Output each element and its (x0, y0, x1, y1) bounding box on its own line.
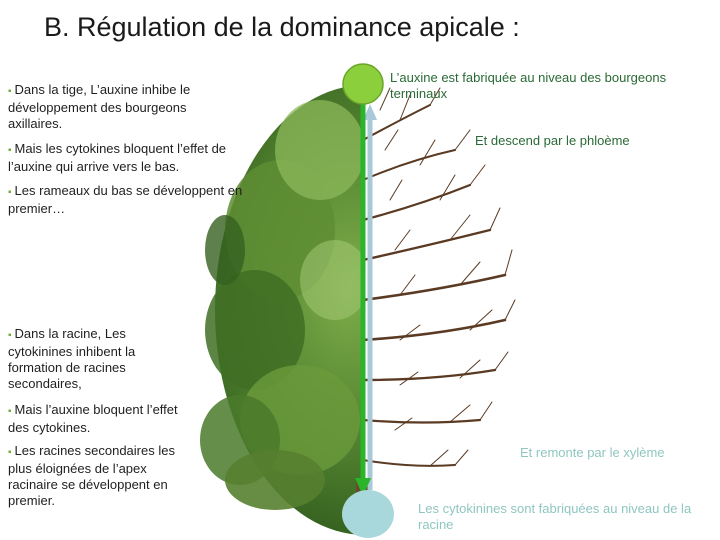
page-title: B. Régulation de la dominance apicale : (44, 12, 520, 42)
bullet-icon: ▪ (8, 187, 12, 198)
bullet-icon: ▪ (8, 406, 12, 417)
tree-foliage (200, 85, 362, 535)
auxin-arrow (355, 100, 371, 496)
terminal-bud-icon (342, 63, 384, 105)
bullet-icon: ▪ (8, 447, 12, 458)
point-stem-inhibition: ▪Dans la tige, L’auxine inhibe le dévelo… (8, 82, 191, 131)
root-tip-icon (342, 490, 394, 538)
annotation-phloem: Et descend par le phloème (475, 133, 630, 148)
bullet-icon: ▪ (8, 330, 12, 341)
annotation-auxin-source: L’auxine est fabriquée au niveau des bou… (390, 70, 667, 101)
point-secondary-roots: ▪Les racines secondaires les plus éloign… (8, 443, 175, 508)
point-root-inhibition: ▪Dans la racine, Les cytokinines inhiben… (8, 326, 136, 391)
bullet-icon: ▪ (8, 86, 12, 97)
point-lower-branches: ▪Les rameaux du bas se développent en pr… (8, 183, 243, 216)
point-auxin-block: ▪Mais l’auxine bloquent l’effet des cyto… (8, 402, 178, 435)
point-cytokine-block: ▪Mais les cytokines bloquent l’effet de … (8, 141, 227, 174)
annotation-xylem: Et remonte par le xylème (520, 445, 665, 460)
bullet-icon: ▪ (8, 145, 12, 156)
annotation-cytokinin-source: Les cytokinines sont fabriquées au nivea… (418, 501, 692, 532)
tree-branches (362, 87, 516, 503)
cytokinin-arrow (363, 104, 377, 490)
